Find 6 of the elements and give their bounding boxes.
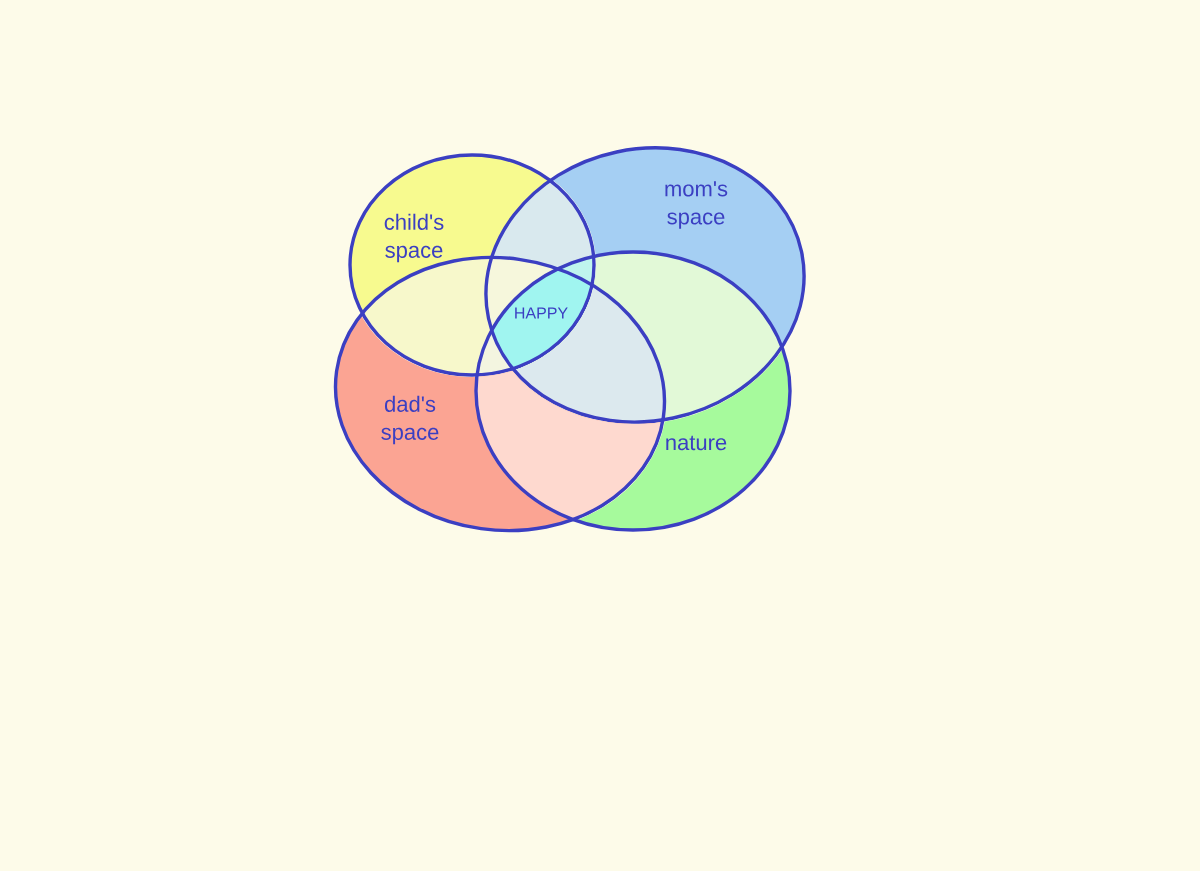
set-label: nature <box>666 435 727 451</box>
region-label: HAPPY <box>515 307 568 319</box>
venn-ellipse <box>474 250 792 532</box>
set-label: mom's space <box>665 181 728 229</box>
set-label: child's space <box>384 213 444 263</box>
set-label: dad's space <box>381 395 439 445</box>
